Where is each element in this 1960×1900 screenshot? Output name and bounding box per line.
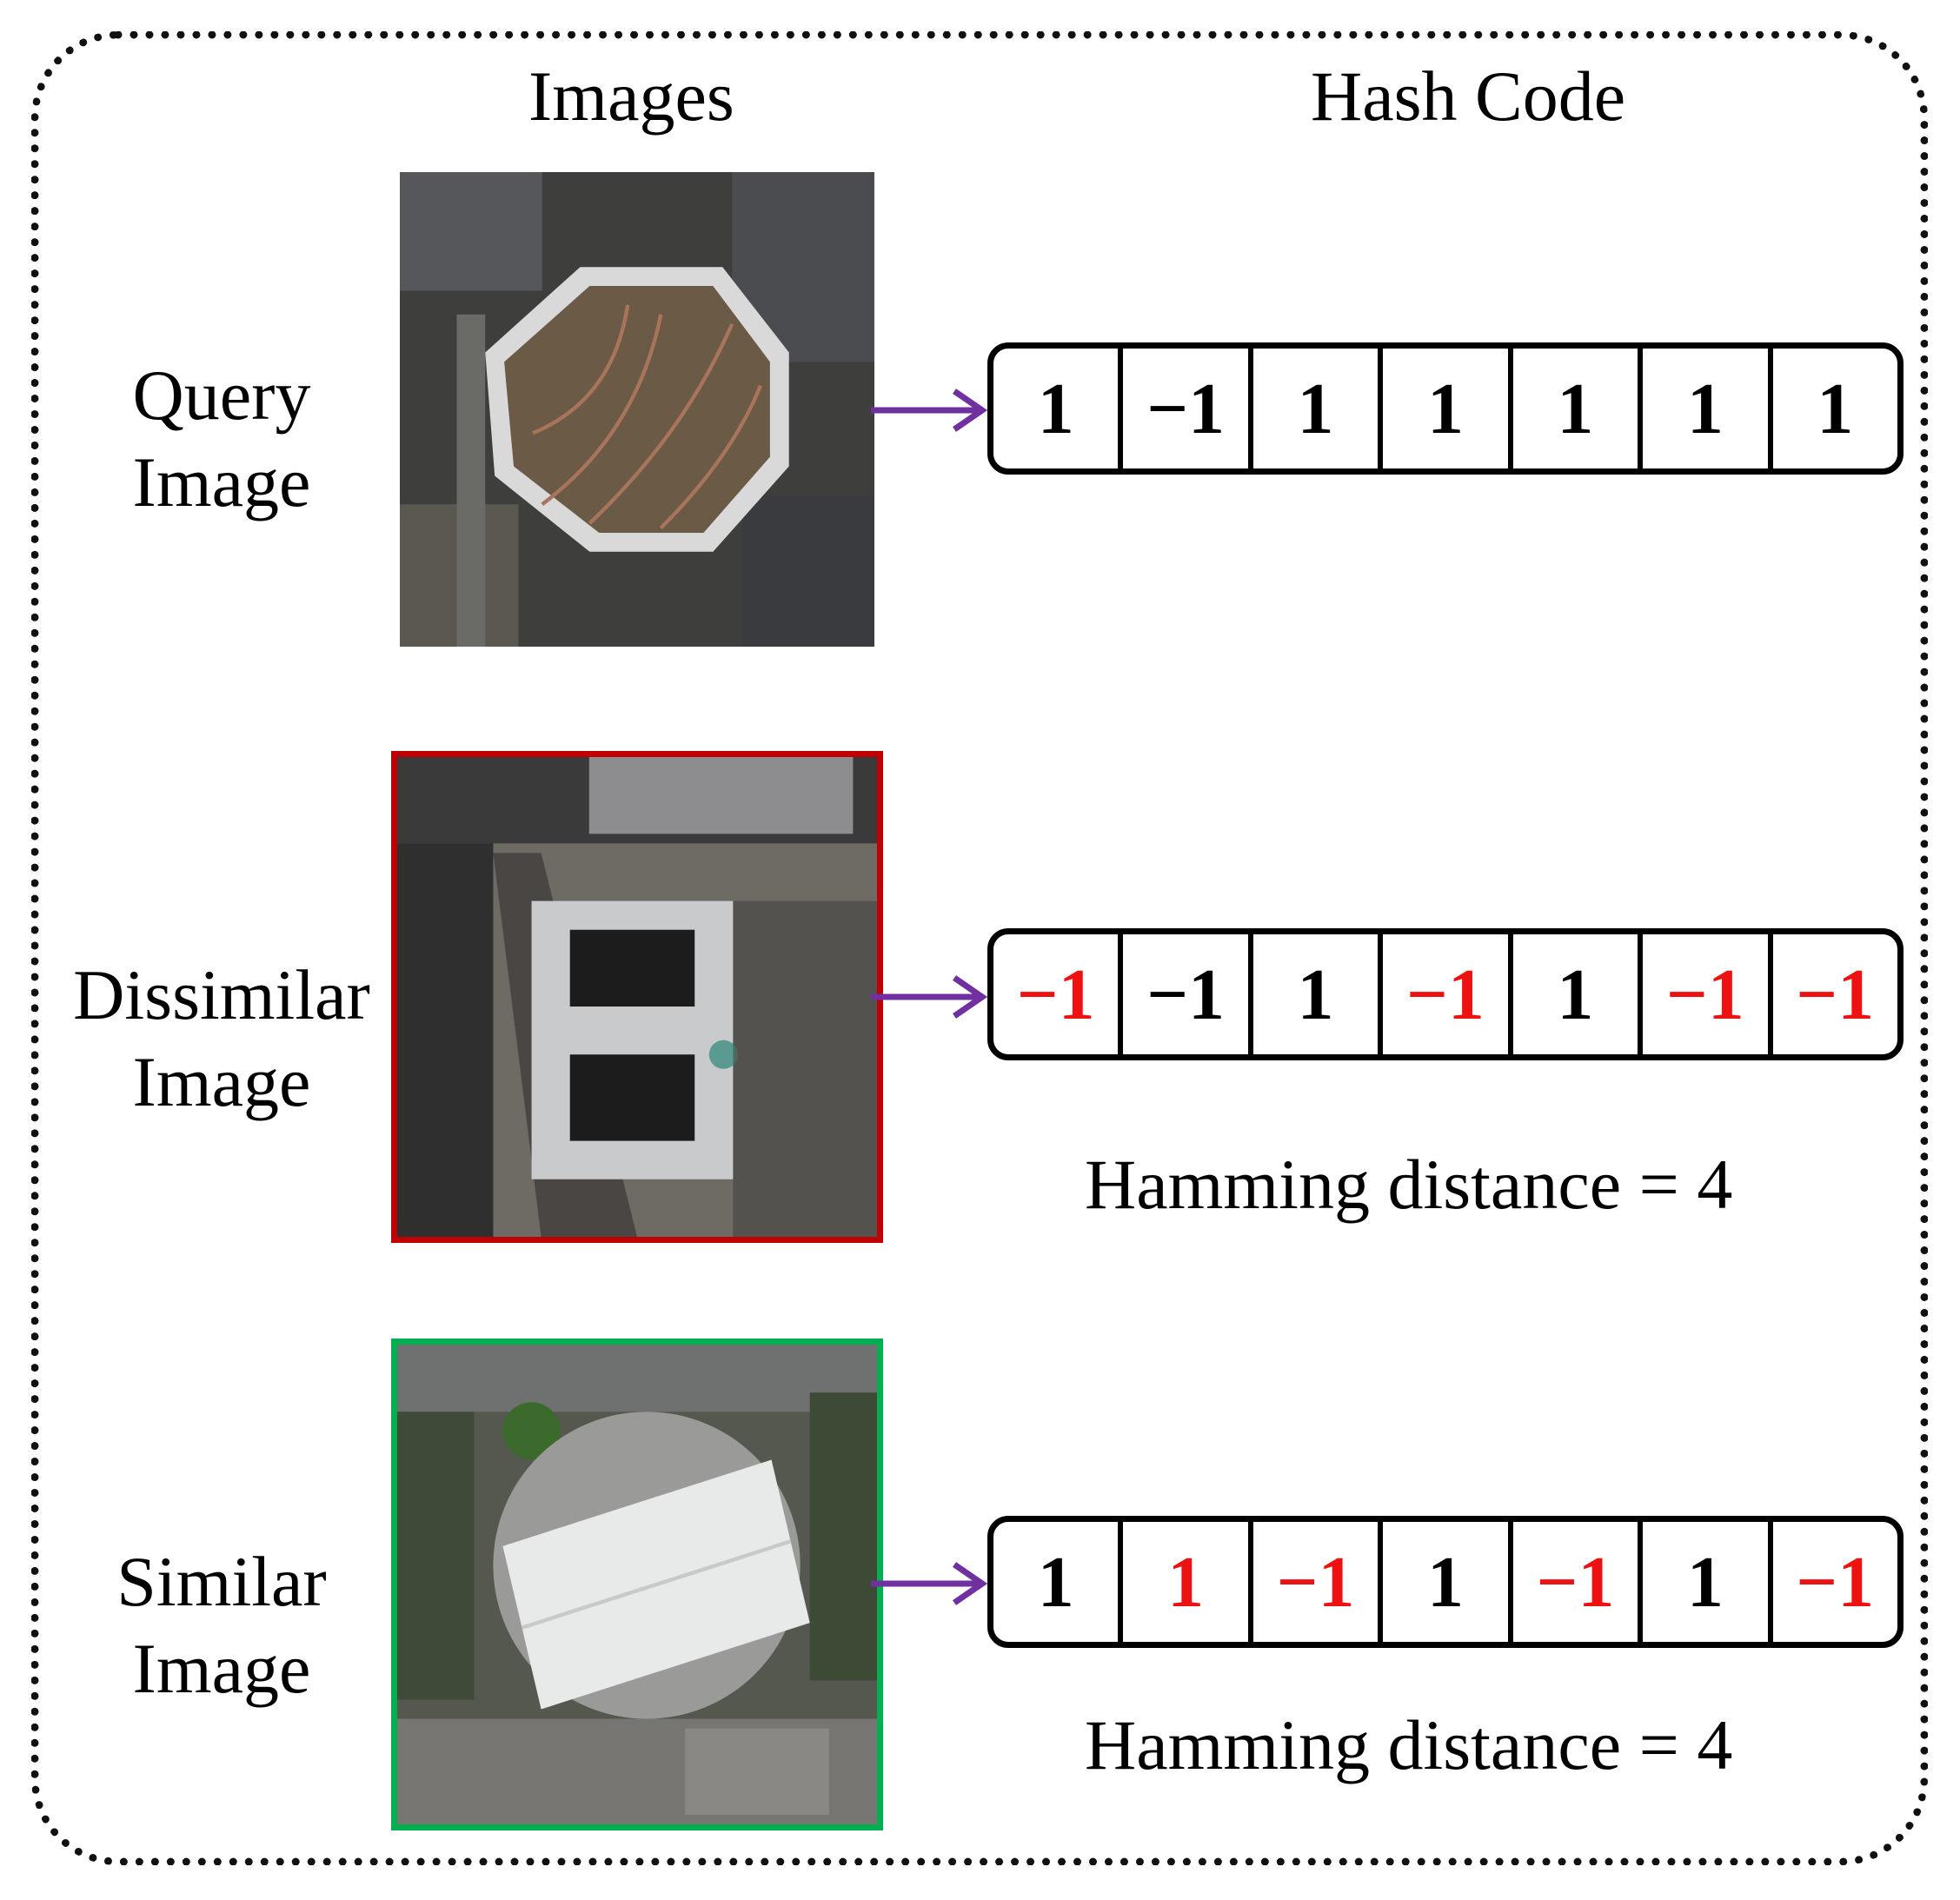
hash-cell: 1 [993, 349, 1124, 468]
similar-label-line2: Image [132, 1629, 311, 1708]
query-arrow-icon [871, 389, 988, 432]
query-label-line2: Image [132, 442, 311, 522]
dissimilar-image-label: Dissimilar Image [61, 952, 382, 1126]
dissimilar-image [391, 751, 883, 1243]
hash-cell: −1 [1513, 1522, 1644, 1642]
similar-arrow-icon [871, 1562, 988, 1605]
query-image-label: Query Image [70, 352, 374, 526]
hash-cell: −1 [1383, 934, 1513, 1054]
hash-cell: 1 [1513, 934, 1644, 1054]
hash-cell: 1 [1383, 349, 1513, 468]
similar-image-label: Similar Image [70, 1538, 374, 1712]
hash-cell: −1 [1253, 1522, 1384, 1642]
hash-code-header: Hash Code [1311, 56, 1626, 136]
hash-cell: 1 [1253, 934, 1384, 1054]
hash-cell: 1 [1643, 349, 1773, 468]
hash-cell: −1 [1123, 349, 1253, 468]
hash-cell: 1 [993, 1522, 1124, 1642]
dissimilar-arrow-icon [871, 975, 988, 1019]
hash-cell: 1 [1817, 368, 1854, 449]
hash-cell: 1 [1643, 1522, 1773, 1642]
hash-cell: −1 [1643, 934, 1773, 1054]
hash-cell: 1 [1253, 349, 1384, 468]
query-label-line1: Query [132, 355, 311, 435]
hash-cell: −1 [993, 934, 1124, 1054]
similar-label-line1: Similar [116, 1542, 327, 1621]
similar-hash-code: 1 1 −1 1 −1 1 −1 [987, 1516, 1904, 1648]
similar-hamming-distance: Hamming distance = 4 [1085, 1705, 1733, 1784]
hash-cell: 1 [1383, 1522, 1513, 1642]
hash-cell: 1 [1513, 349, 1644, 468]
dotted-frame [31, 31, 1928, 1865]
similar-image [391, 1339, 883, 1830]
hash-cell: −1 [1796, 953, 1875, 1035]
hash-cell: −1 [1796, 1541, 1875, 1623]
query-hash-code: 1 −1 1 1 1 1 1 [987, 342, 1904, 475]
dissimilar-hamming-distance: Hamming distance = 4 [1085, 1145, 1733, 1224]
dissimilar-label-line2: Image [132, 1042, 311, 1121]
dissimilar-hash-code: −1 −1 1 −1 1 −1 −1 [987, 928, 1904, 1060]
dissimilar-label-line1: Dissimilar [73, 955, 370, 1034]
images-header: Images [528, 56, 734, 136]
query-image [400, 172, 874, 647]
hash-cell: −1 [1123, 934, 1253, 1054]
hash-cell: 1 [1123, 1522, 1253, 1642]
